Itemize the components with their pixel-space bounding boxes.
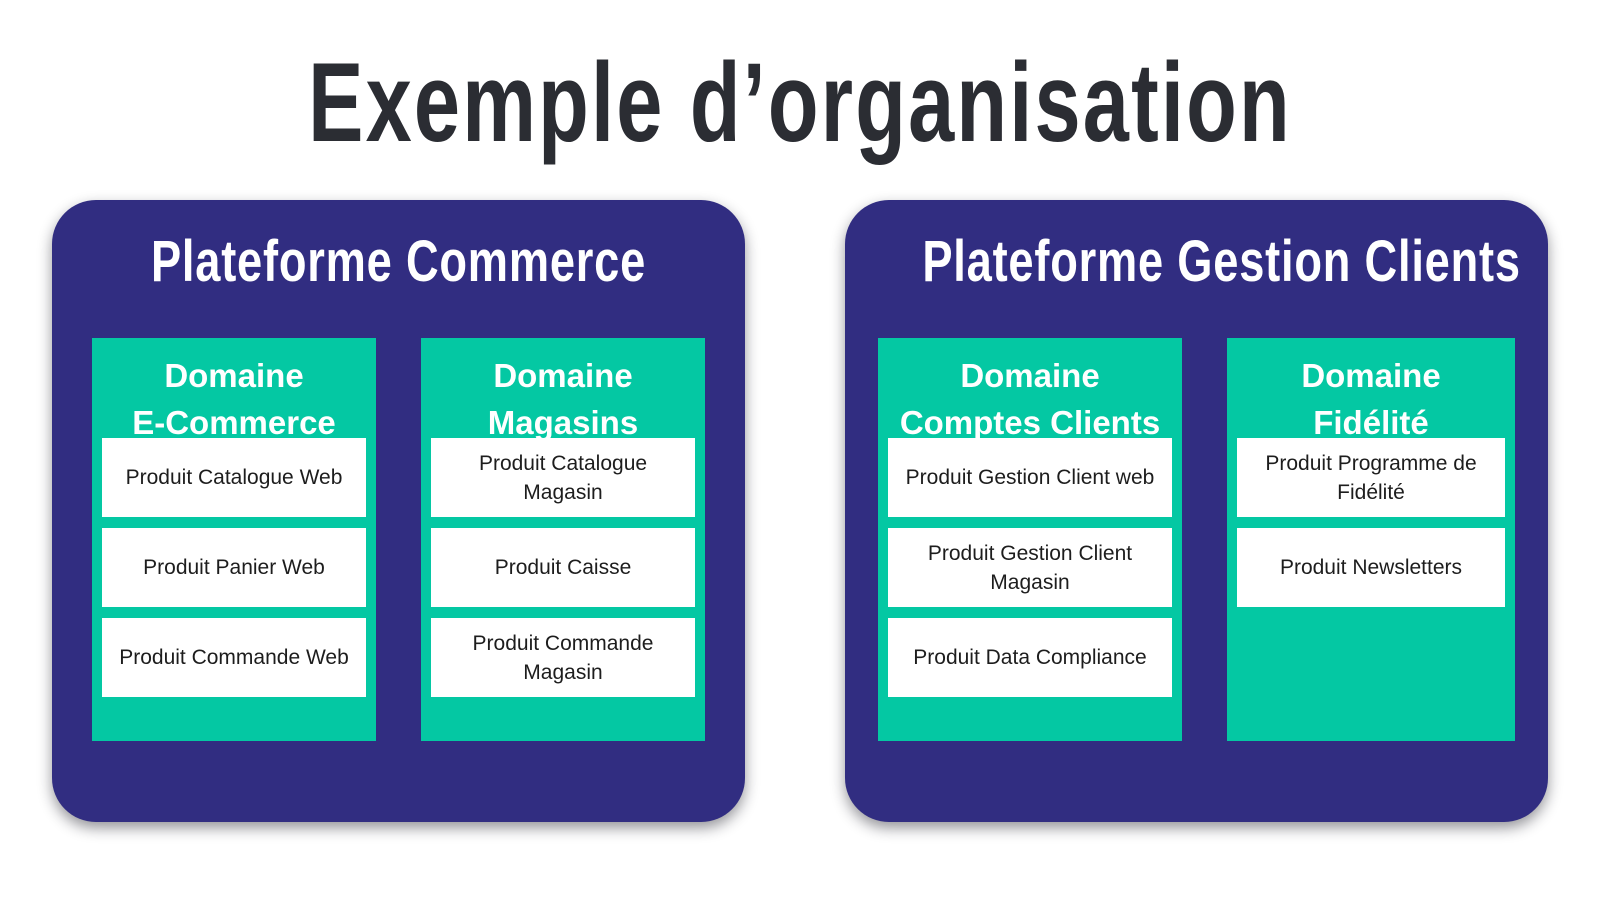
product-box: Produit Panier Web: [102, 528, 366, 608]
platform-card-commerce: Plateforme Commerce Domaine E-Commerce P…: [52, 199, 745, 822]
platform-title-commerce: Plateforme Commerce: [150, 228, 647, 294]
domain-title: Domaine Fidélité: [1237, 348, 1505, 441]
products-column: Produit Catalogue Magasin Produit Caisse…: [431, 438, 695, 698]
domain-title: Domaine E-Commerce: [102, 348, 366, 441]
domain-title-line: Comptes Clients: [899, 404, 1161, 442]
product-box: Produit Commande Web: [102, 618, 366, 698]
domain-title-line: Domaine: [164, 357, 304, 395]
domain-title-line: Magasins: [487, 404, 639, 442]
domain-title: Domaine Magasins: [431, 348, 695, 441]
domains-row: Domaine Comptes Clients Produit Gestion …: [845, 338, 1548, 742]
diagram-title: Exemple d’organisation: [308, 40, 1292, 165]
products-column: Produit Programme de Fidélité Produit Ne…: [1237, 438, 1505, 608]
product-box: Produit Gestion Client Magasin: [888, 528, 1172, 608]
product-box: Produit Catalogue Magasin: [431, 438, 695, 518]
product-box: Produit Newsletters: [1237, 528, 1505, 608]
product-box: Produit Programme de Fidélité: [1237, 438, 1505, 518]
product-box: Produit Gestion Client web: [888, 438, 1172, 518]
platform-card-gestion-clients: Plateforme Gestion Clients Domaine Compt…: [845, 199, 1548, 822]
domain-title: Domaine Comptes Clients: [888, 348, 1172, 441]
products-column: Produit Catalogue Web Produit Panier Web…: [102, 438, 366, 698]
domain-title-line: Domaine: [960, 357, 1100, 395]
product-box: Produit Catalogue Web: [102, 438, 366, 518]
product-box: Produit Commande Magasin: [431, 618, 695, 698]
domains-row: Domaine E-Commerce Produit Catalogue Web…: [52, 338, 745, 742]
domain-box-fidelite: Domaine Fidélité Produit Programme de Fi…: [1227, 338, 1515, 742]
products-column: Produit Gestion Client web Produit Gesti…: [888, 438, 1172, 698]
platforms-row: Plateforme Commerce Domaine E-Commerce P…: [0, 199, 1600, 822]
domain-title-line: Fidélité: [1313, 404, 1429, 442]
domain-title-line: E-Commerce: [132, 404, 336, 442]
domain-box-comptes-clients: Domaine Comptes Clients Produit Gestion …: [878, 338, 1182, 742]
product-box: Produit Data Compliance: [888, 618, 1172, 698]
product-box: Produit Caisse: [431, 528, 695, 608]
platform-title-gestion-clients: Plateforme Gestion Clients: [922, 228, 1521, 294]
domain-title-line: Domaine: [1301, 357, 1441, 395]
domain-box-magasins: Domaine Magasins Produit Catalogue Magas…: [421, 338, 705, 742]
domain-box-e-commerce: Domaine E-Commerce Produit Catalogue Web…: [92, 338, 376, 742]
domain-title-line: Domaine: [493, 357, 633, 395]
